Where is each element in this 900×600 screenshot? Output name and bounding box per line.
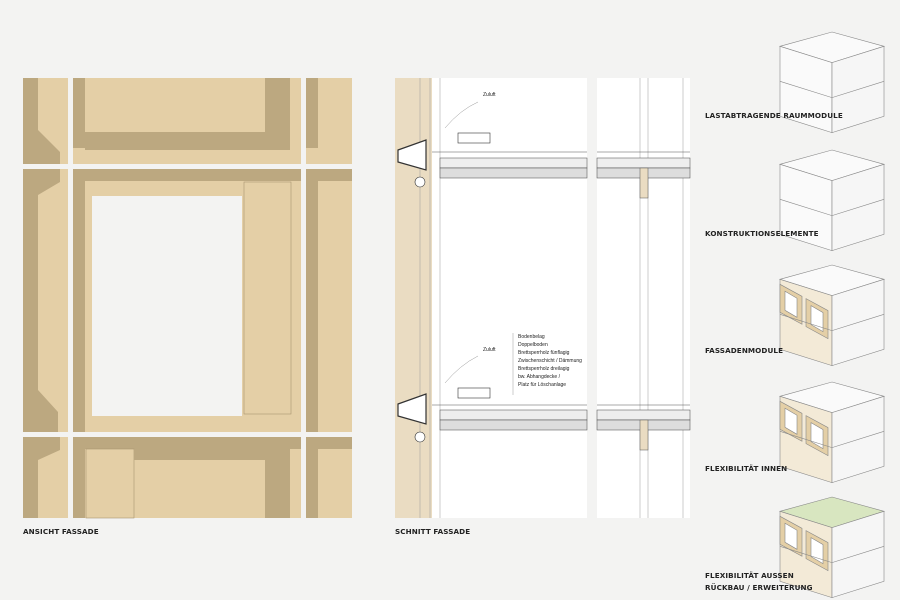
module-diagram xyxy=(778,496,886,599)
elevation-label: ANSICHT FASSADE xyxy=(23,527,99,536)
module-label-1: LASTABTRAGENDE RAUMMODULE xyxy=(705,111,843,120)
svg-text:Brettsperrholz dreilagig: Brettsperrholz dreilagig xyxy=(518,366,570,372)
svg-text:Zwischenschicht / Dämmung: Zwischenschicht / Dämmung xyxy=(518,358,582,364)
module-diagram xyxy=(778,149,886,252)
svg-text:bw. Abhangdecke /: bw. Abhangdecke / xyxy=(518,374,561,380)
module-diagrams xyxy=(778,31,886,599)
facade-elevation: ANSICHT FASSADE xyxy=(23,78,352,536)
svg-text:Zuluft: Zuluft xyxy=(483,92,496,98)
svg-text:Doppelboden: Doppelboden xyxy=(518,342,548,348)
section-label: SCHNITT FASSADE xyxy=(395,527,470,536)
module-label-4: FLEXIBILITÄT INNEN xyxy=(705,464,787,473)
facade-section: Zuluft Zuluft Bodenbelag Doppelboden Bre… xyxy=(395,78,691,536)
module-diagram xyxy=(778,381,886,484)
module-label-3: FASSADENMODULE xyxy=(705,346,783,355)
module-diagram xyxy=(778,31,886,134)
svg-text:Bodenbelag: Bodenbelag xyxy=(518,334,545,340)
floor-slab-bottom: Zuluft Bodenbelag Doppelboden Brettsperr… xyxy=(397,333,691,451)
layer-legend: Bodenbelag Doppelboden Brettsperrholz fü… xyxy=(518,334,582,388)
svg-text:Brettsperrholz fünflagig: Brettsperrholz fünflagig xyxy=(518,350,570,356)
svg-text:Platz für Löschanlage: Platz für Löschanlage xyxy=(518,382,566,388)
module-label-5: FLEXIBILITÄT AUSSEN xyxy=(705,571,794,580)
floor-slab-top: Zuluft xyxy=(397,92,691,199)
module-diagram xyxy=(778,264,886,367)
module-label-5b: RÜCKBAU / ERWEITERUNG xyxy=(705,583,813,592)
module-label-2: KONSTRUKTIONSELEMENTE xyxy=(705,229,819,238)
svg-text:Zuluft: Zuluft xyxy=(483,347,496,353)
